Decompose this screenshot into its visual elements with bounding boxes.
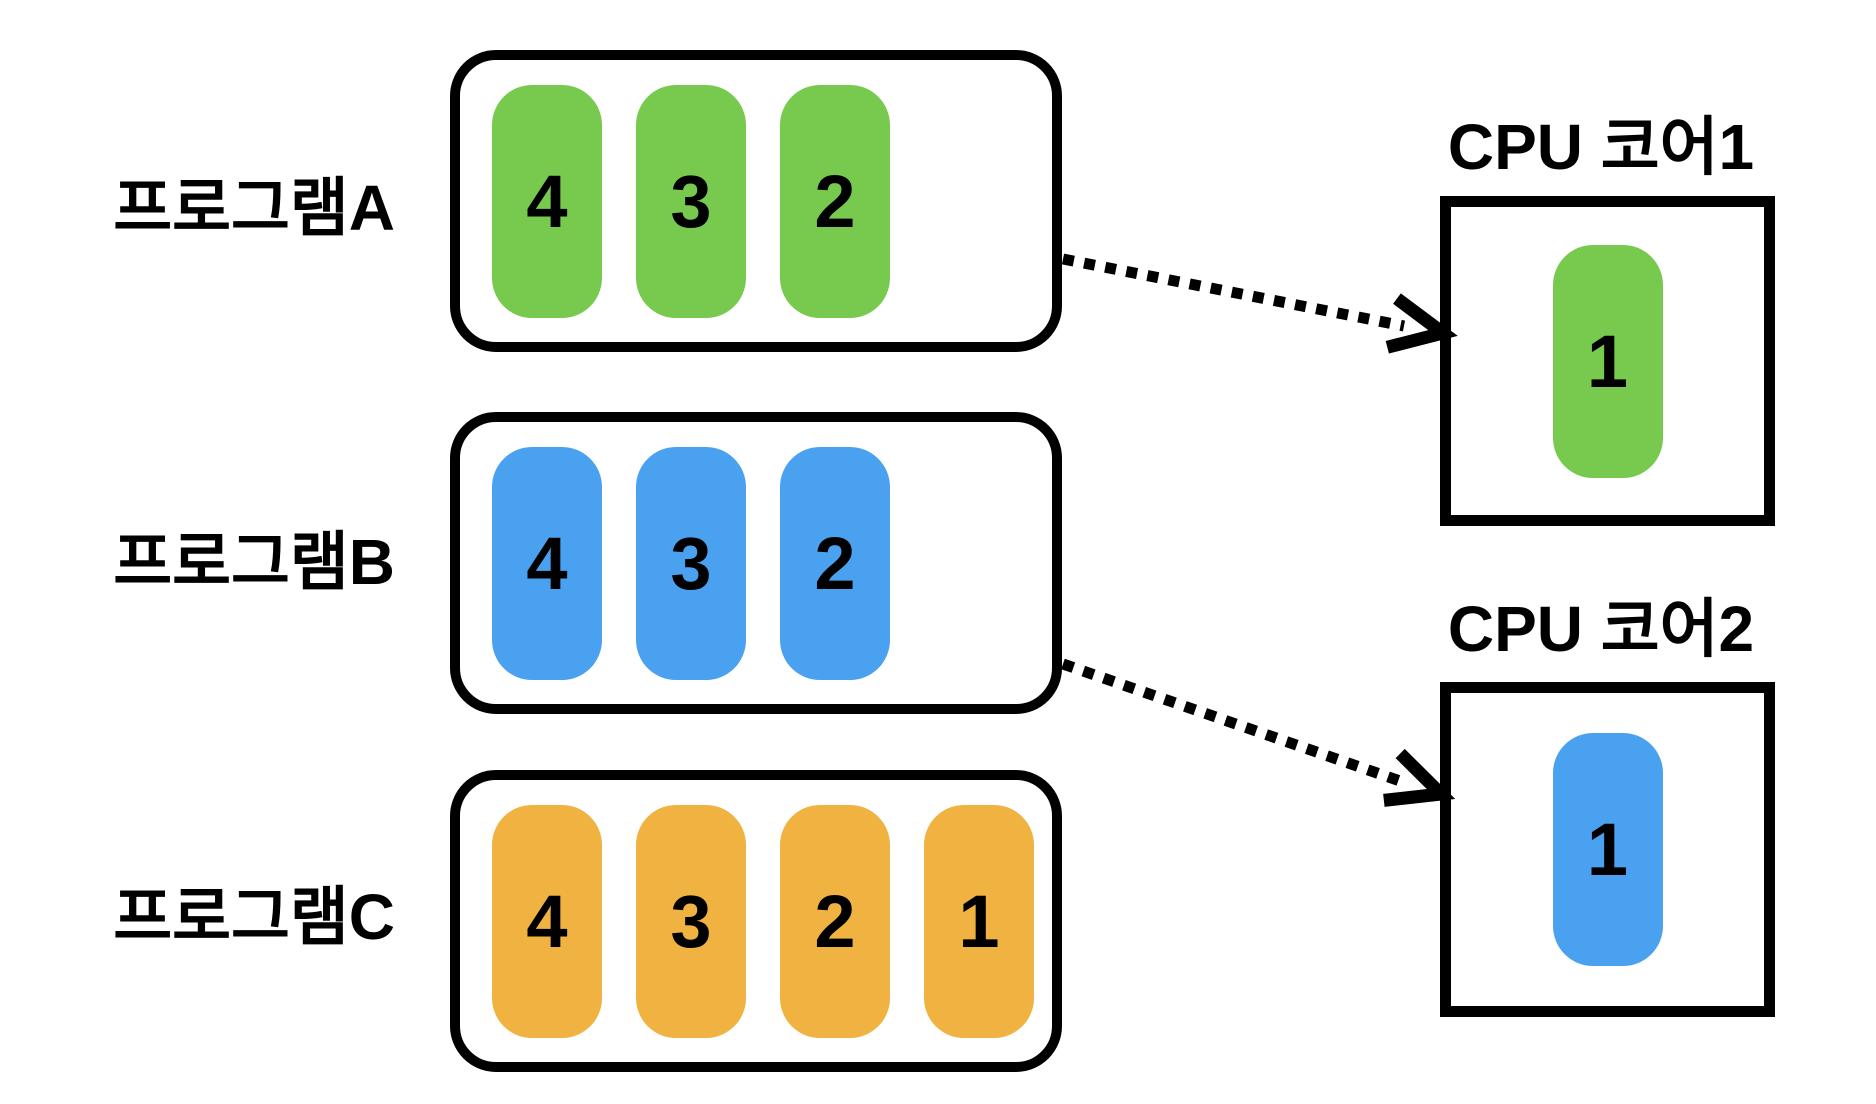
program-c-queue-box: 4 3 2 1 — [450, 770, 1062, 1072]
cpu-core2-title: CPU 코어2 — [1447, 593, 1755, 665]
cpu-core1-box: 1 — [1440, 196, 1775, 526]
program-b-queue-box: 4 3 2 — [450, 412, 1062, 714]
task-number: 1 — [958, 879, 1000, 963]
task-number: 3 — [670, 521, 712, 605]
program-c-label: 프로그램C — [113, 881, 395, 953]
program-a-queue-box: 4 3 2 — [450, 50, 1062, 352]
task-number: 2 — [814, 521, 856, 605]
cpu-core1-title: CPU 코어1 — [1447, 111, 1755, 183]
cpu-core2-box: 1 — [1440, 682, 1775, 1017]
task-number: 4 — [526, 521, 568, 605]
task-block: 4 — [492, 804, 602, 1038]
arrow-program-a-to-core1 — [1061, 253, 1458, 354]
task-number: 4 — [526, 879, 568, 963]
task-number: 3 — [670, 879, 712, 963]
task-number: 1 — [1586, 319, 1629, 403]
running-task-block: 1 — [1552, 244, 1663, 478]
task-block: 1 — [924, 804, 1034, 1038]
task-number: 2 — [814, 879, 856, 963]
task-number: 2 — [814, 159, 856, 243]
task-block: 3 — [636, 84, 746, 318]
program-b-label: 프로그램B — [113, 526, 395, 598]
task-block: 4 — [492, 84, 602, 318]
task-block: 2 — [780, 446, 890, 680]
task-number: 1 — [1586, 808, 1629, 891]
task-number: 4 — [526, 159, 568, 243]
running-task-block: 1 — [1552, 733, 1663, 966]
arrow-program-b-to-core2 — [1061, 658, 1456, 807]
program-a-label: 프로그램A — [113, 172, 395, 244]
task-number: 3 — [670, 159, 712, 243]
task-block: 3 — [636, 804, 746, 1038]
task-block: 2 — [780, 84, 890, 318]
task-block: 2 — [780, 804, 890, 1038]
task-block: 4 — [492, 446, 602, 680]
task-block: 3 — [636, 446, 746, 680]
